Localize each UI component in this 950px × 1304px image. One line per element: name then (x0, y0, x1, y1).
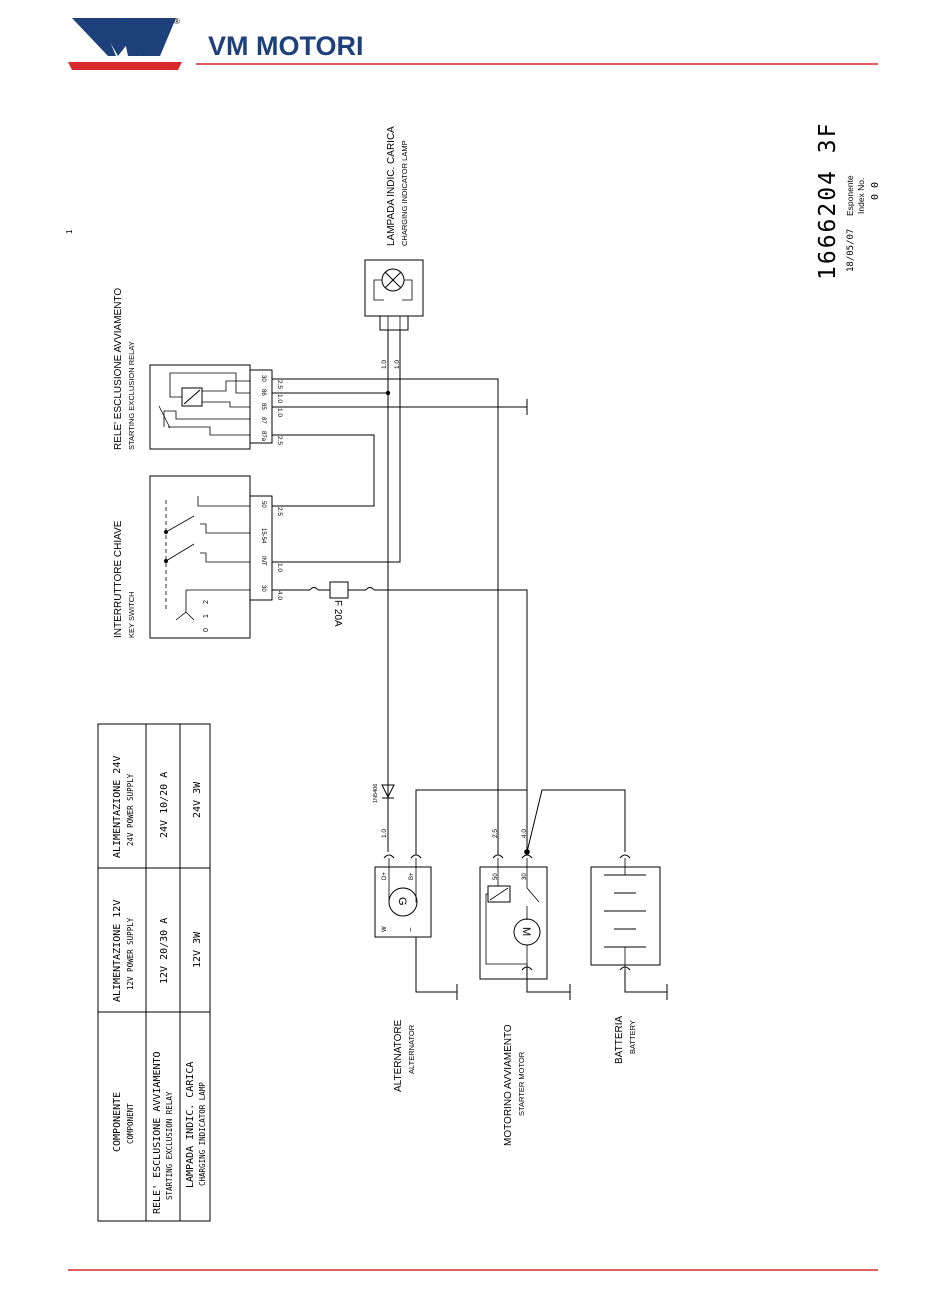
starter-terminal-50: 50 (493, 873, 499, 880)
key-switch: 50 15-54 INT 30 0 1 2 INTERRUTTORE CHIAV… (113, 475, 273, 639)
alternator-terminal-bplus: B+ (409, 872, 415, 880)
starter-title: MOTORINO AVVIAMENTO (503, 1024, 514, 1146)
diode-icon (381, 784, 395, 799)
table-row-relay-12v: 12V 20/30 A (159, 918, 170, 984)
relay-pin-87: 87 (260, 417, 266, 424)
starter-motor: M 50 30 MOTORINO AVVIAMENTO STARTER MOTO… (479, 854, 571, 1146)
lamp-title: LAMPADA INDIC. CARICA (386, 126, 397, 246)
esponente-label: Esponente (845, 175, 855, 216)
wire-alt-bplus (415, 789, 528, 855)
vm-logo: ® (68, 17, 182, 70)
wiring (272, 330, 626, 855)
sheet-number: 1 (65, 229, 74, 234)
wire-size-labels: 1.0 1.0 2.5 1.0 1.0 2.5 2.5 1.0 4.0 1.0 … (276, 360, 528, 838)
table-header-24v-en: 24V POWER SUPPLY (126, 773, 135, 846)
starter-subtitle: STARTER MOTOR (517, 1051, 526, 1116)
wire-size: 1.0 (276, 563, 283, 572)
battery-subtitle: BATTERY (628, 1020, 637, 1054)
registered-mark: ® (174, 17, 180, 26)
wire-size: 1.0 (381, 360, 388, 369)
wire-size: 4.0 (276, 591, 283, 600)
keyswitch-title: INTERRUTTORE CHIAVE (113, 520, 124, 638)
starting-exclusion-relay: 30 86 85 87 87a RELE' ESCLUSIONE AVVIAME… (113, 288, 273, 450)
alternator-symbol: G (396, 897, 408, 906)
wire-relay-30-to-starter (272, 378, 499, 855)
logo-stroke (120, 18, 148, 56)
table-row-lamp-name: LAMPADA INDIC. CARICA (185, 1062, 196, 1188)
table-row-relay-name: RELE' ESCLUSIONE AVVIAMENTO (152, 1051, 163, 1214)
starter-symbol: M (520, 927, 532, 936)
relay-pin-87a: 87a (260, 431, 266, 442)
wire-size: 2.5 (492, 829, 499, 838)
keyswitch-position-1: 1 (203, 614, 210, 618)
alternator-title: ALTERNATORE (393, 1019, 404, 1092)
lamp-connector (379, 315, 409, 331)
wire-size: 1.0 (276, 408, 283, 417)
table-row-relay-name-en: STARTING EXCLUSION RELAY (165, 1091, 174, 1200)
fuse-label: F 20A (332, 600, 343, 627)
wire-battery-positive (526, 789, 626, 853)
table-header-24v: ALIMENTAZIONE 24V (112, 756, 123, 858)
wire-fuse-to-starter-30 (374, 589, 528, 852)
table-header-component: COMPONENTE (112, 1092, 123, 1152)
diode-label: 1N5406 (373, 784, 379, 803)
logo-underline (68, 62, 182, 70)
wire-size: 1.0 (276, 394, 283, 403)
logo-stroke (140, 18, 176, 56)
charging-indicator-lamp: LAMPADA INDIC. CARICA CHARGING INDICATOR… (364, 126, 424, 331)
alternator-terminal-w: W (382, 926, 388, 932)
keyswitch-pin-block (249, 495, 273, 601)
relay-pin-86: 86 (260, 389, 266, 396)
logo-stroke (72, 18, 116, 56)
starter-terminal-30: 30 (522, 873, 528, 880)
keyswitch-position-0: 0 (203, 628, 210, 632)
relay-subtitle: STARTING EXCLUSION RELAY (127, 341, 136, 450)
table-row-relay-24v: 24V 10/20 A (159, 772, 170, 838)
relay-title: RELE' ESCLUSIONE AVVIAMENTO (113, 288, 124, 450)
wire-relay-87a-to-ks-50 (272, 434, 375, 507)
component-table: COMPONENTE COMPONENT ALIMENTAZIONE 12V 1… (97, 723, 211, 1222)
wire-size: 2.5 (276, 380, 283, 389)
alternator-subtitle: ALTERNATOR (407, 1024, 416, 1074)
table-header-12v-en: 12V POWER SUPPLY (126, 917, 135, 990)
wire-size: 1.0 (381, 829, 388, 838)
table-row-lamp-12v: 12V 3W (192, 931, 203, 968)
relay-pin-30: 30 (260, 375, 266, 382)
fuse-icon (329, 581, 349, 599)
keyswitch-pin-50: 50 (260, 501, 266, 508)
index-value: 0 0 (870, 182, 881, 200)
battery-title: BATTERIA (614, 1016, 625, 1064)
table-header-12v: ALIMENTAZIONE 12V (112, 900, 123, 1002)
table-header-component-en: COMPONENT (126, 1103, 135, 1144)
table-row-lamp-24v: 24V 3W (192, 781, 203, 818)
table-row-lamp-name-en: CHARGING INDICATOR LAMP (198, 1082, 207, 1186)
battery: BATTERIA BATTERY (590, 854, 668, 1064)
relay-pin-85: 85 (260, 403, 266, 410)
wire-size: 2.5 (276, 507, 283, 516)
alternator: G D+ B+ W − ALTERNATORE ALTERNATOR (374, 854, 458, 1092)
wire-size: 4.0 (521, 829, 528, 838)
keyswitch-position-2: 2 (203, 600, 210, 604)
alternator-terminal-dplus: D+ (382, 872, 388, 880)
keyswitch-pin-15-54: 15-54 (260, 528, 266, 544)
alternator-terminal-minus: − (406, 927, 415, 932)
brand-name: VM MOTORI (208, 31, 364, 61)
drawing-number: 1666204 3F (815, 122, 841, 280)
lamp-subtitle: CHARGING INDICATOR LAMP (400, 140, 409, 246)
keyswitch-pin-30: 30 (260, 585, 266, 592)
keyswitch-pin-int: INT (260, 556, 266, 566)
wire-size: 2.5 (276, 436, 283, 445)
keyswitch-subtitle: KEY SWITCH (127, 591, 136, 638)
drawing-date: 18/05/07 (846, 229, 856, 272)
index-label: Index No. (856, 178, 866, 214)
wire-size: 1.0 (394, 360, 401, 369)
